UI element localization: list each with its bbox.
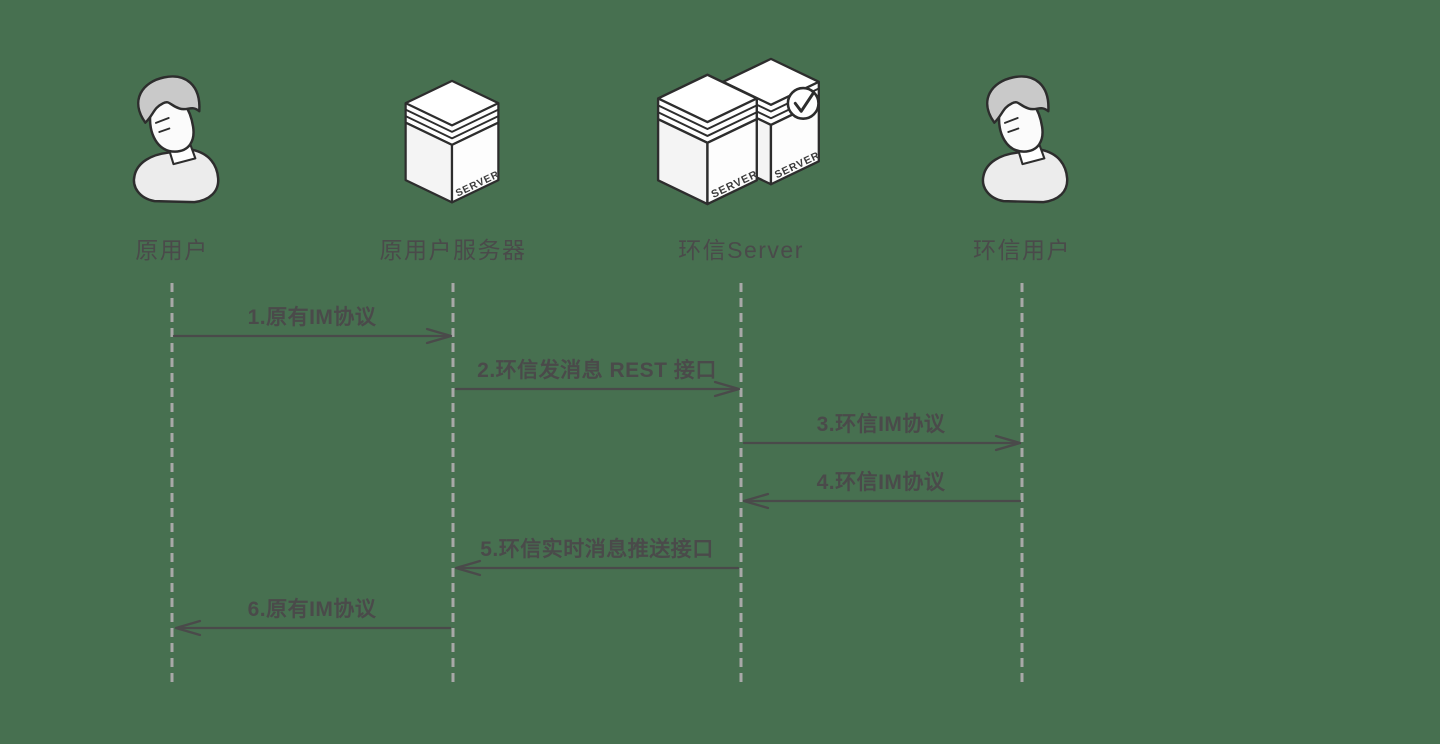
user-icon [132,75,220,204]
server-cluster-check-icon: SERVER SERVER [656,57,822,206]
message-label-2: 2.环信发消息 REST 接口 [477,359,717,382]
message-label-6: 6.原有IM协议 [247,598,377,621]
message-arrow-2 [454,380,741,398]
message-label-3: 3.环信IM协议 [816,413,946,436]
actor-label-huanxin-user: 环信用户 [973,237,1071,263]
message-label-5: 5.环信实时消息推送接口 [480,538,714,561]
actor-label-huanxin-server: 环信Server [678,237,804,263]
lifeline [170,283,1024,685]
message-label-4: 4.环信IM协议 [816,471,946,494]
user-icon [981,75,1069,204]
message-arrow-5 [454,559,740,577]
message-arrow-6 [174,619,452,637]
check-badge-icon [786,86,820,120]
message-arrow-3 [742,434,1022,452]
message-arrow-4 [742,492,1022,510]
actor-label-origin-user: 原用户 [135,237,209,263]
message-label-1: 1.原有IM协议 [247,306,377,329]
message-arrow-1 [172,327,453,345]
actor-label-origin-user-server: 原用户服务器 [379,237,527,263]
server-icon: SERVER [404,79,502,204]
